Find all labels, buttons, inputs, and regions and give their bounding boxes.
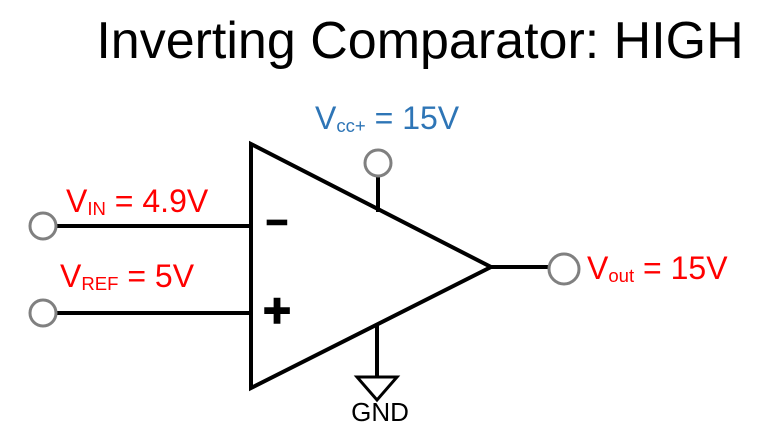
terminal-vcc xyxy=(363,148,393,178)
inverting-input-sign: − xyxy=(266,202,288,244)
vin-label: VIN = 4.9V xyxy=(66,183,209,219)
terminal-vref xyxy=(28,298,58,328)
vin-label-value: = 4.9V xyxy=(105,183,209,219)
terminal-vout xyxy=(547,252,581,286)
vref-label: VREF = 5V xyxy=(60,258,195,294)
opamp-triangle xyxy=(249,140,496,392)
noninverting-input-sign: + xyxy=(263,285,291,338)
vcc-label: Vcc+ = 15V xyxy=(315,100,460,136)
diagram-title: Inverting Comparator: HIGH xyxy=(96,12,744,70)
vref-label-base: V xyxy=(60,258,82,294)
vout-label-base: V xyxy=(587,250,609,286)
vin-label-base: V xyxy=(66,183,88,219)
vout-label-sub: out xyxy=(608,264,635,286)
vcc-label-sub: cc+ xyxy=(336,114,366,136)
vcc-label-value: = 15V xyxy=(365,100,460,136)
vref-label-value: = 5V xyxy=(118,258,195,294)
vref-label-sub: REF xyxy=(81,272,119,294)
vcc-label-base: V xyxy=(315,100,337,136)
vin-label-sub: IN xyxy=(87,197,106,219)
vout-label: Vout = 15V xyxy=(587,250,728,286)
terminal-vin xyxy=(28,211,58,241)
ground-symbol xyxy=(353,375,401,403)
gnd-label: GND xyxy=(351,397,409,427)
vout-label-value: = 15V xyxy=(634,250,728,286)
